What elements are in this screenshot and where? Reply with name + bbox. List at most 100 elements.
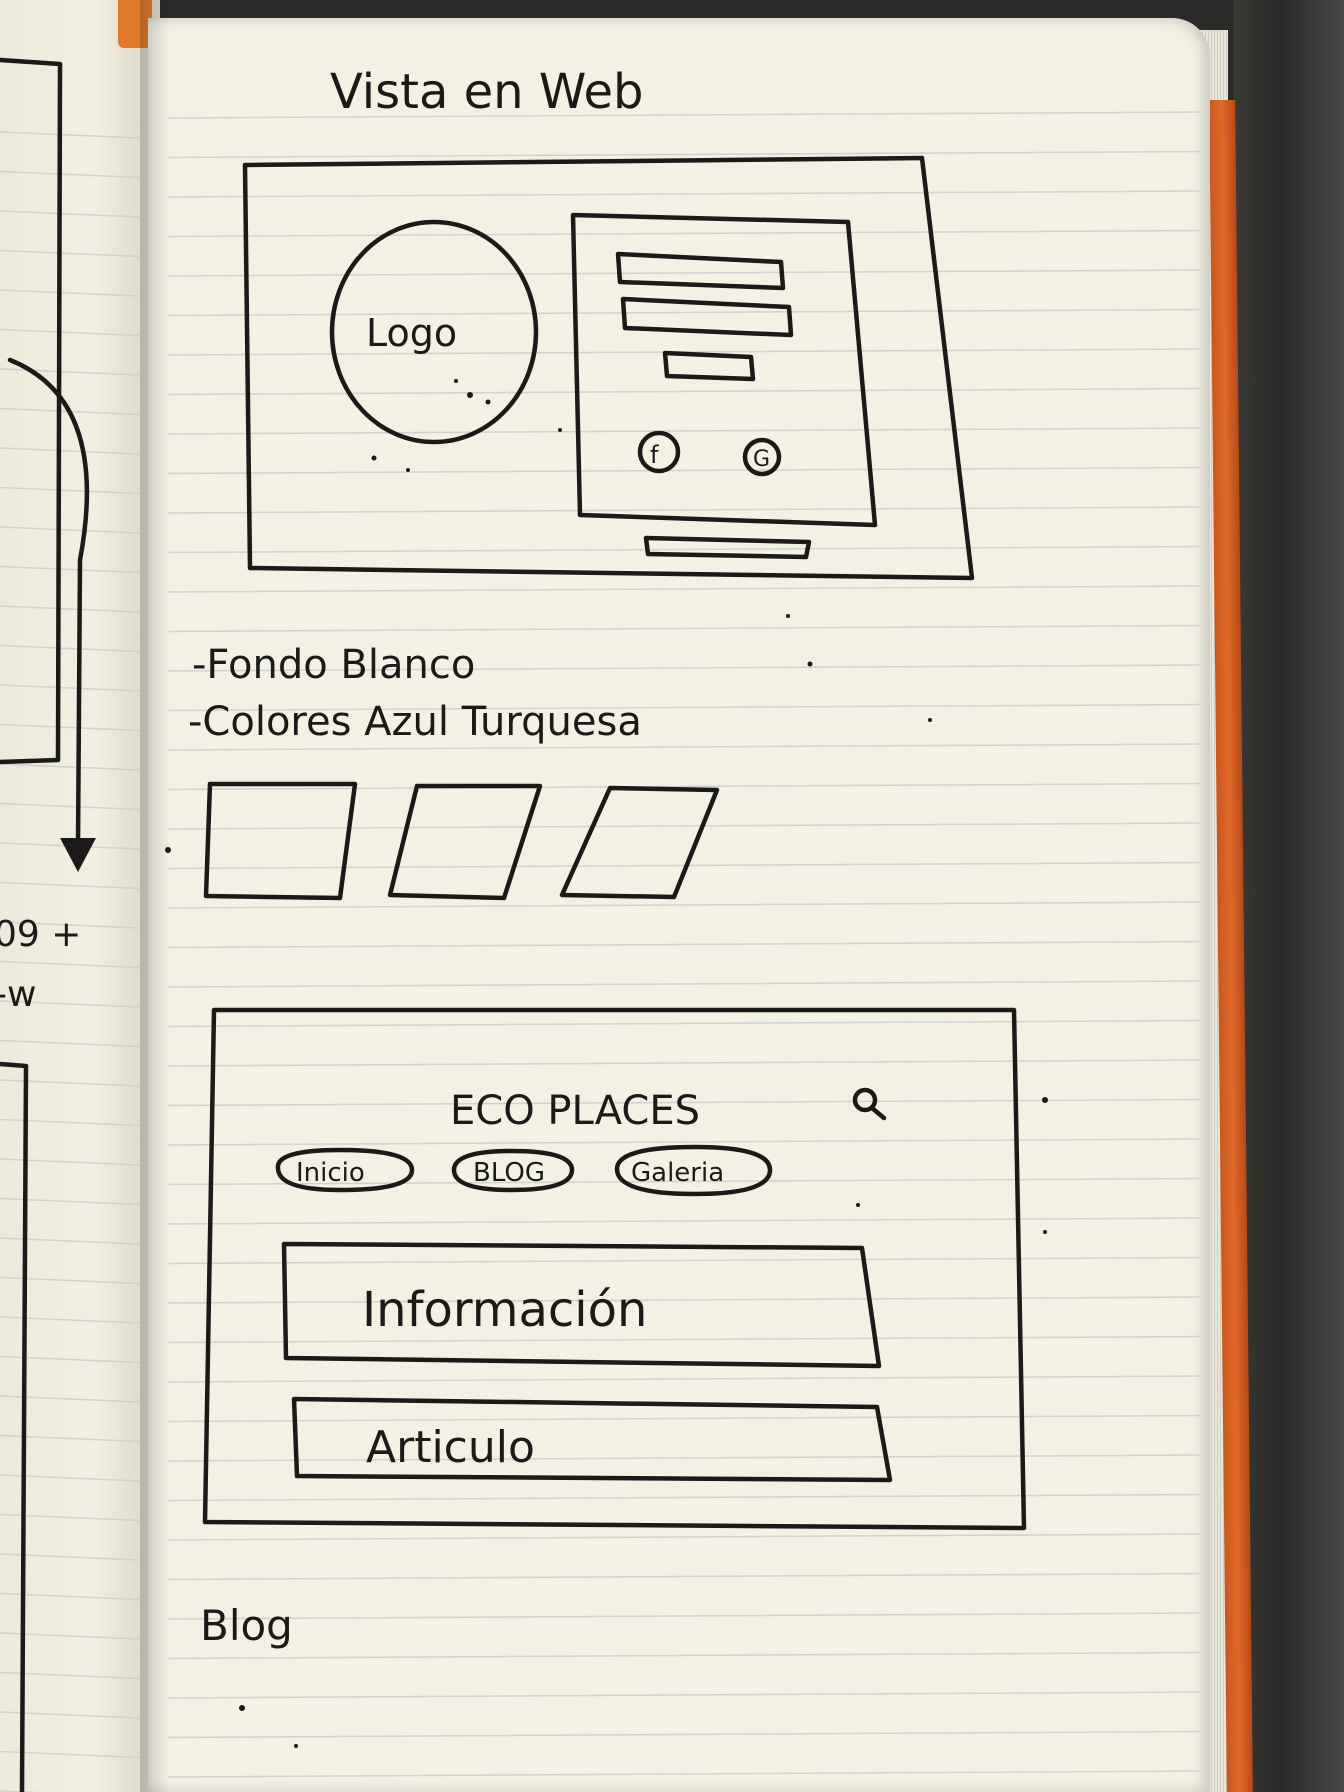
nav-label-inicio: Inicio — [296, 1158, 365, 1188]
rule-line — [167, 1651, 1201, 1660]
rule-line — [167, 229, 1201, 238]
rule-line — [167, 545, 1201, 554]
rule-line — [167, 1770, 1201, 1778]
rule-line — [167, 940, 1201, 949]
rule-line — [167, 782, 1201, 791]
rule-line-left — [0, 486, 141, 495]
rule-line-left — [0, 289, 141, 297]
rule-line — [167, 980, 1201, 988]
facebook-icon-letter: f — [650, 441, 659, 469]
rule-line — [167, 466, 1201, 475]
rule-line-left — [0, 881, 141, 890]
rule-line — [167, 1217, 1201, 1225]
arrowhead — [60, 838, 96, 872]
site-title: ECO PLACES — [450, 1088, 700, 1134]
rule-line — [167, 190, 1201, 198]
desktop-frame — [242, 155, 975, 581]
rule-line-left — [0, 960, 141, 969]
rule-line — [167, 1138, 1201, 1146]
rule-line-left — [0, 802, 141, 811]
article-box-label: Articulo — [366, 1422, 535, 1473]
swatch-2 — [387, 783, 543, 901]
rule-line — [167, 624, 1201, 633]
rule-line-left — [0, 1079, 141, 1087]
rule-line — [167, 1335, 1201, 1344]
footer-heading: Blog — [200, 1601, 293, 1650]
info-box — [281, 1241, 882, 1369]
rule-line-left — [0, 644, 141, 653]
rule-line-left — [0, 565, 141, 574]
rule-line — [167, 1019, 1201, 1028]
rule-line-left — [0, 1118, 141, 1127]
rule-line — [167, 1375, 1201, 1383]
rule-line-left — [0, 170, 141, 179]
rule-line-left — [0, 1000, 141, 1008]
note-line-1: -Fondo Blanco — [192, 642, 475, 688]
rule-line — [167, 822, 1201, 830]
left-fragment-2: -w — [0, 974, 36, 1015]
rule-line — [167, 308, 1201, 317]
desk-background — [1234, 0, 1344, 1792]
left-page-arrow — [7, 357, 90, 848]
rule-line — [167, 664, 1201, 672]
page-gutter-shadow — [140, 0, 170, 1792]
google-icon-letter: G — [753, 447, 770, 472]
heading-text: Vista en Web — [330, 64, 643, 120]
rule-line — [167, 506, 1201, 514]
rule-line — [167, 743, 1201, 751]
rule-line — [167, 1691, 1201, 1699]
rule-line — [167, 111, 1201, 119]
note-line-2: -Colores Azul Turquesa — [188, 699, 642, 745]
rule-line-left — [0, 526, 141, 534]
search-icon — [852, 1087, 878, 1113]
rule-line — [167, 585, 1201, 593]
left-page-box-bottom — [0, 1061, 29, 1792]
bookmark-ribbon — [118, 0, 152, 48]
google-icon — [742, 437, 782, 477]
ink-specks — [165, 379, 1048, 1748]
site-frame — [202, 1007, 1027, 1531]
rule-line-left — [0, 723, 141, 732]
rule-line — [167, 1533, 1201, 1541]
login-button-bar — [662, 350, 756, 382]
rule-line — [167, 1572, 1201, 1581]
rule-line — [167, 1414, 1201, 1423]
rule-line — [167, 861, 1201, 870]
rule-line — [167, 1256, 1201, 1265]
input-bar-2 — [620, 296, 794, 338]
rule-line-left — [0, 763, 141, 771]
rule-line-left — [0, 210, 141, 218]
left-page-box-top — [0, 57, 63, 765]
left-fragment-1: 09 + — [0, 914, 81, 955]
rule-line-left — [0, 1039, 141, 1048]
swatch-3 — [559, 785, 720, 900]
rule-line — [167, 269, 1201, 277]
rule-line-left — [0, 131, 141, 139]
rule-line — [167, 427, 1201, 435]
rule-line — [167, 1098, 1201, 1107]
swatch-1 — [203, 781, 358, 901]
logo-label: Logo — [366, 311, 457, 355]
rule-line-left — [0, 249, 141, 258]
rule-line — [167, 1493, 1201, 1502]
rule-line-left — [0, 368, 141, 376]
rule-line-left — [0, 605, 141, 613]
rule-line — [167, 1730, 1201, 1739]
input-bar-1 — [615, 251, 786, 291]
rule-line-left — [0, 921, 141, 929]
rule-line-left — [0, 447, 141, 455]
nav-pill-inicio — [275, 1147, 415, 1193]
rule-line — [167, 1612, 1201, 1620]
rule-line — [167, 901, 1201, 909]
rule-line — [167, 1059, 1201, 1067]
search-icon-handle — [869, 1105, 887, 1121]
article-box — [291, 1396, 893, 1483]
rule-line-left — [0, 684, 141, 692]
rule-line — [167, 703, 1201, 712]
logo-circle — [329, 219, 539, 445]
nav-pill-galeria — [614, 1144, 773, 1197]
nav-label-galeria: Galeria — [631, 1158, 724, 1188]
